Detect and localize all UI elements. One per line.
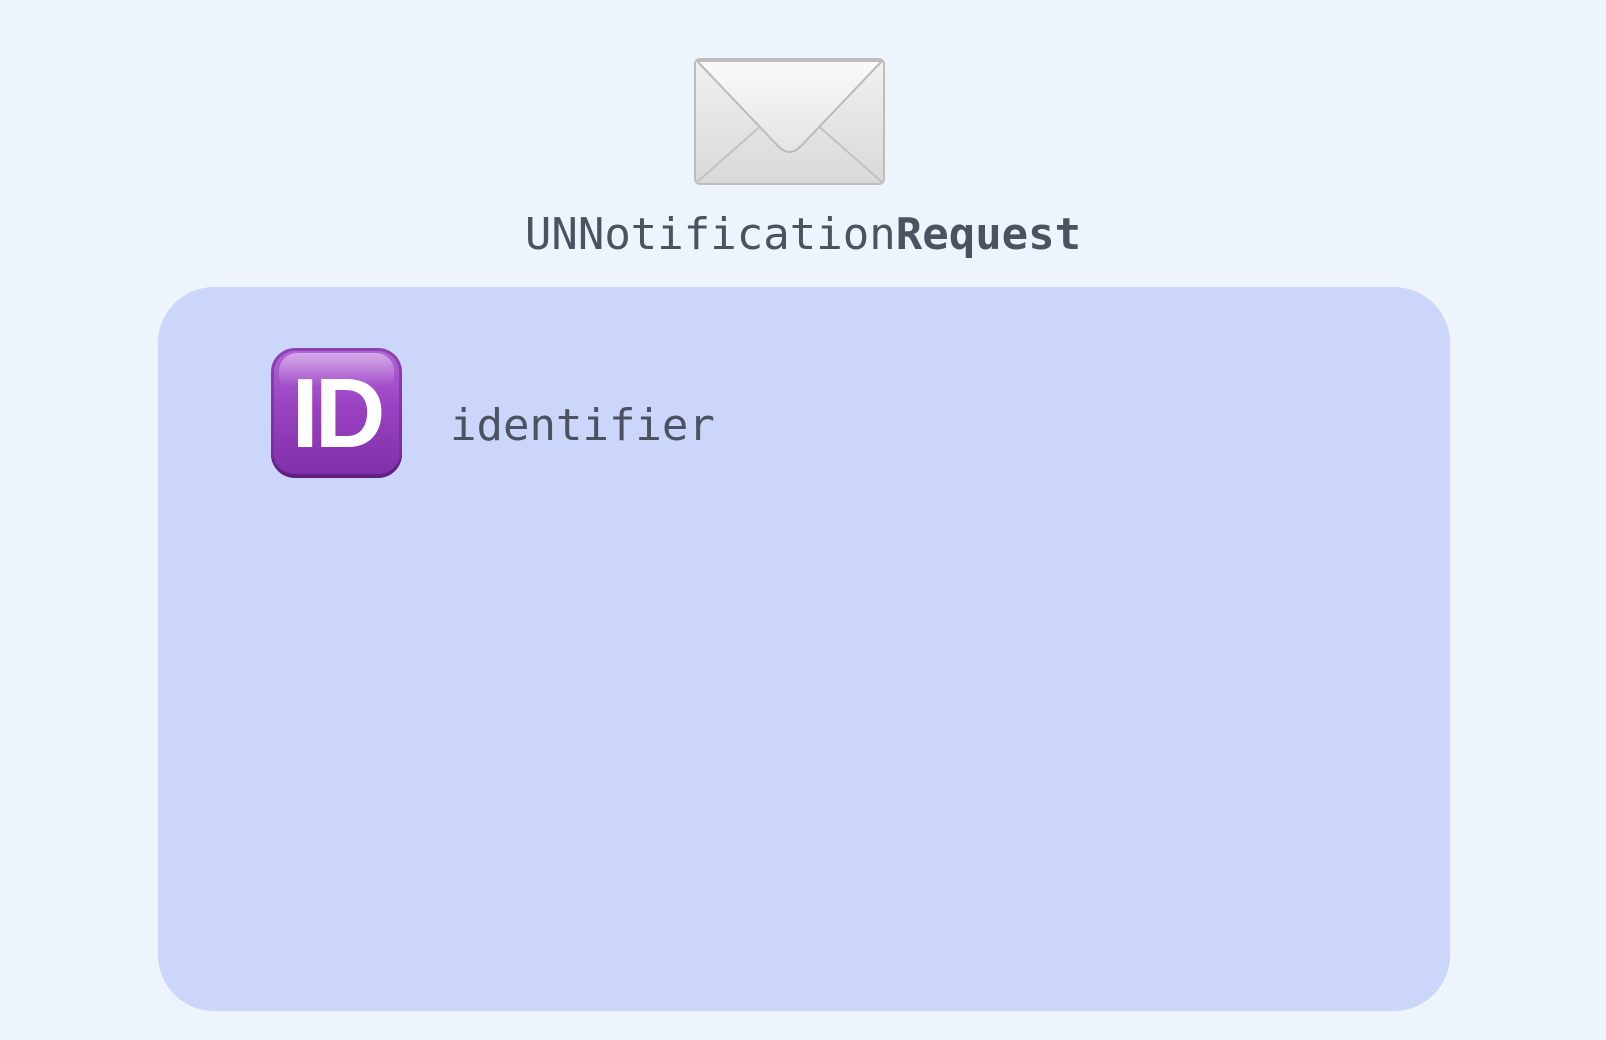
envelope-icon bbox=[694, 58, 885, 185]
id-icon-text: ID bbox=[291, 357, 386, 468]
title-prefix: UNNotification bbox=[524, 209, 896, 260]
field-label-identifier: identifier bbox=[450, 400, 715, 451]
diagram-title: UNNotificationRequest bbox=[0, 207, 1606, 263]
title-suffix: Request bbox=[895, 209, 1082, 260]
id-icon: ID bbox=[271, 348, 402, 478]
